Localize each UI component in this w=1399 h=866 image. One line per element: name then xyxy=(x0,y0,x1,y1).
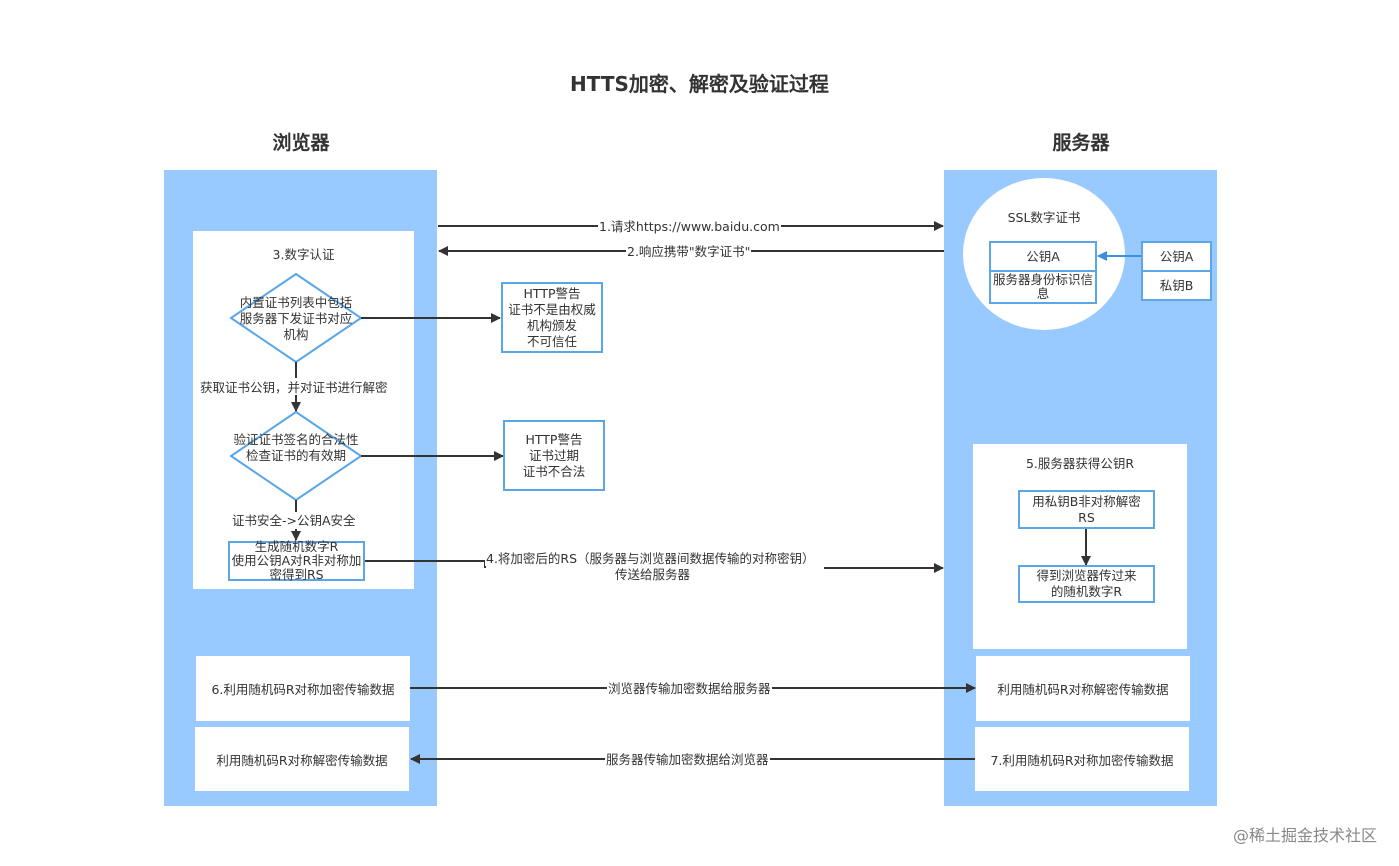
browser-decrypt-box: 利用随机码R对称解密传输数据 xyxy=(195,727,409,791)
label-encrypted-to-server: 浏览器传输加密数据给服务器 xyxy=(607,681,772,696)
server-key-panel xyxy=(973,444,1187,649)
warning-untrusted-text: HTTP警告 证书不是由权威机构颁发 不可信任 xyxy=(508,285,596,349)
browser-encrypt-box: 6.利用随机码R对称加密传输数据 xyxy=(196,656,410,721)
cert-identity-box: 服务器身份标识信息 xyxy=(989,270,1097,304)
browser-title: 浏览器 xyxy=(272,132,330,154)
warning-expired-text: HTTP警告 证书过期 证书不合法 xyxy=(522,431,586,479)
cert-public-key-box: 公钥A xyxy=(989,241,1097,272)
warning-untrusted-box: HTTP警告 证书不是由权威机构颁发 不可信任 xyxy=(501,282,603,353)
label-get-key: 获取证书公钥，并对证书进行解密 xyxy=(199,380,389,395)
generate-random-box: 生成随机数字R 使用公钥A对R非对称加密得到RS xyxy=(228,540,365,582)
digital-auth-title: 3.数字认证 xyxy=(272,247,335,262)
diamond-cert-verify-text: 验证证书签名的合法性 检查证书的有效期 xyxy=(233,432,359,463)
key-public-box: 公钥A xyxy=(1141,241,1212,272)
get-random-box: 得到浏览器传过来 的随机数字R xyxy=(1018,565,1155,603)
server-title: 服务器 xyxy=(1052,132,1110,154)
diagram-title: HTTS加密、解密及验证过程 xyxy=(570,72,829,96)
label-request: 1.请求https://www.baidu.com xyxy=(598,219,781,234)
label-encrypted-to-browser: 服务器传输加密数据给浏览器 xyxy=(605,752,770,767)
label-cert-safe: 证书安全->公钥A安全 xyxy=(231,513,357,528)
label-response: 2.响应携带"数字证书" xyxy=(626,244,752,259)
watermark: @稀土掘金技术社区 xyxy=(1232,826,1377,845)
diamond-cert-list-text: 内置证书列表中包括服务器下发证书对应机构 xyxy=(239,295,353,342)
ssl-certificate-title: SSL数字证书 xyxy=(1007,210,1081,225)
warning-expired-box: HTTP警告 证书过期 证书不合法 xyxy=(503,420,605,491)
server-encrypt-box: 7.利用随机码R对称加密传输数据 xyxy=(975,727,1189,791)
key-private-box: 私钥B xyxy=(1141,270,1212,301)
label-send-rs: 4.将加密后的RS（服务器与浏览器间数据传输的对称密钥） xyxy=(485,551,816,566)
decrypt-rs-box: 用私钥B非对称解密 RS xyxy=(1018,490,1155,529)
label-send-rs-2: 传送给服务器 xyxy=(614,567,692,582)
server-key-panel-title: 5.服务器获得公钥R xyxy=(1025,456,1135,471)
server-decrypt-box: 利用随机码R对称解密传输数据 xyxy=(976,656,1190,721)
